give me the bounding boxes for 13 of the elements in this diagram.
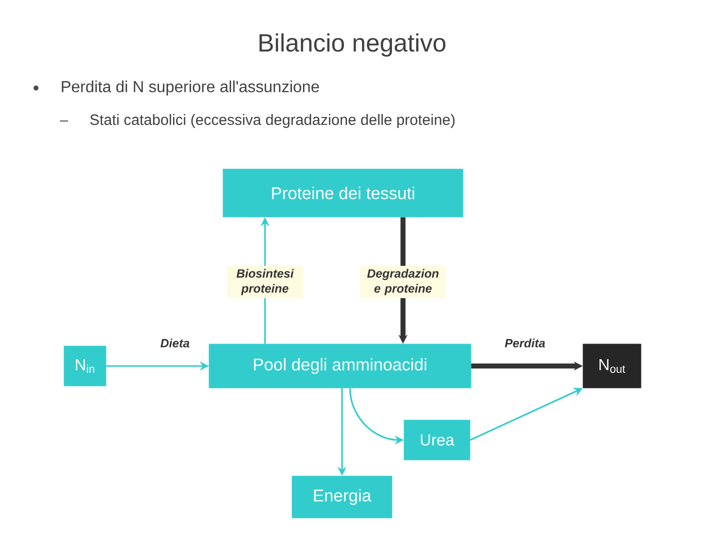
bullet-text: Perdita di N superiore all'assunzione xyxy=(62,80,319,96)
edge-label: Dieta xyxy=(157,336,193,350)
slide-title: Bilancio negativo xyxy=(260,33,446,57)
edge-label: Perdita xyxy=(502,336,548,350)
process-box: N$_{out}$ xyxy=(582,344,642,388)
process-box: Proteine dei tessuti xyxy=(222,168,464,218)
process-box: Urea xyxy=(404,420,470,460)
bullet-text: Stati catabolici (eccessiva degradazione delle proteine) xyxy=(90,114,455,128)
process-box: Pool degli amminoacidi xyxy=(208,344,472,388)
process-box: N$_{in}$ xyxy=(64,346,106,386)
edge-label: Biosintesi proteine xyxy=(227,266,303,298)
edge-label: Degradazion e proteine xyxy=(360,266,446,298)
process-box: Energia xyxy=(292,476,392,518)
